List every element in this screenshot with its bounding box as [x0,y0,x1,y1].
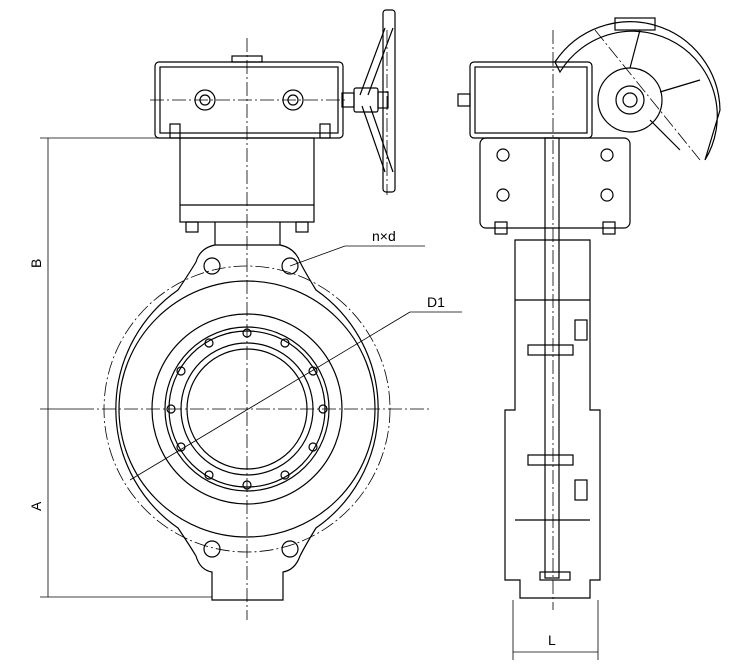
label-a: A [28,501,44,511]
label-l: L [548,632,556,648]
dimension-b [40,137,180,410]
handwheel-side [554,17,721,161]
dimension-l [512,600,599,660]
front-view [40,9,462,620]
mount-hole-tr [281,257,299,275]
side-centerline [552,29,701,610]
label-b: B [28,259,44,268]
d1-leader [129,311,462,481]
gearbox-bolt-right [282,89,304,111]
gearbox-bolt-left [194,89,216,111]
label-d1: D1 [427,294,445,310]
label-n-x-d: n×d [372,228,396,244]
gearbox [154,55,344,139]
nxd-leader [289,245,425,267]
side-view [457,17,721,660]
mount-hole-bl [203,540,221,558]
mount-hole-br [281,540,299,558]
valve-body [103,244,391,601]
bracket [179,137,315,245]
mount-hole-tl [203,257,221,275]
dimension-a [40,409,212,598]
handwheel [341,9,396,193]
bolt-ring [166,328,328,490]
front-centerlines [80,30,430,620]
